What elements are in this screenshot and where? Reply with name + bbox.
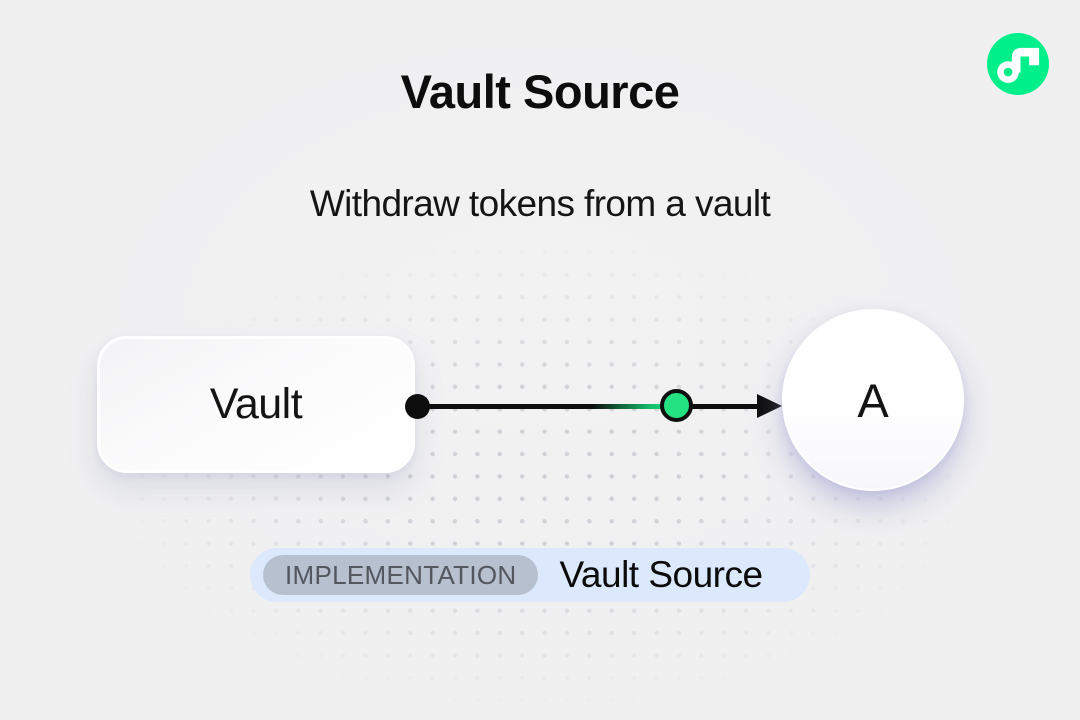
- arrowhead-icon: [757, 394, 782, 418]
- vault-node: Vault: [97, 336, 415, 473]
- flow-logo-icon: [987, 33, 1049, 95]
- target-node-label: A: [857, 373, 889, 427]
- implementation-tag: IMPLEMENTATION: [263, 555, 539, 595]
- target-node-a: A: [782, 309, 964, 491]
- edge-line: [416, 404, 762, 409]
- implementation-badge-label: Vault Source: [559, 554, 763, 595]
- edge-start-dot: [405, 394, 430, 419]
- page-subtitle: Withdraw tokens from a vault: [309, 183, 771, 224]
- implementation-badge: IMPLEMENTATION Vault Source: [250, 548, 810, 602]
- vault-node-label: Vault: [209, 380, 303, 428]
- page-title: Vault Source: [400, 65, 680, 118]
- edge-green-dot: [660, 389, 693, 422]
- edge-green-trail: [592, 404, 677, 409]
